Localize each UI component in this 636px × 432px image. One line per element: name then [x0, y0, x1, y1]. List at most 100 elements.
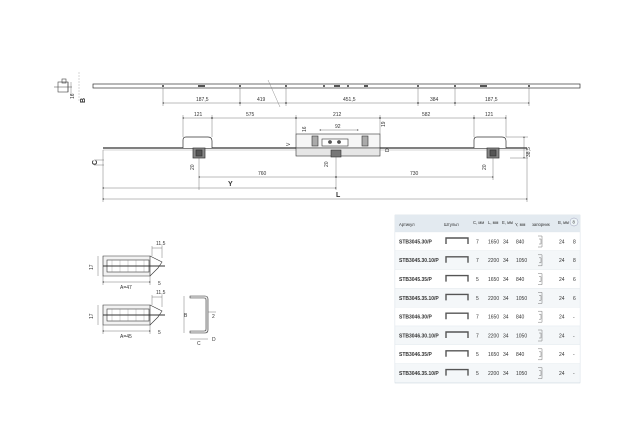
cell-l: 2200 [488, 333, 499, 339]
assembly-view: C V 16 D 19 [92, 112, 532, 202]
assembly-lower-dim-lines [102, 150, 528, 202]
cell-y: 840 [516, 315, 525, 321]
section-label-D: D [212, 337, 216, 343]
cell-c: 7 [476, 239, 479, 245]
dim-38-lines [506, 136, 528, 159]
top-strip-dim-lines [162, 88, 530, 106]
strip-dim-5: 187,5 [485, 97, 498, 103]
cell-article: STB3045.30.10/P [399, 258, 439, 264]
th-c: C, мм [473, 220, 484, 225]
section-dim-2: 2 [212, 314, 215, 320]
th-zapornik: запорник [532, 222, 550, 227]
right-lock-cam [473, 136, 507, 159]
side-dim-16: 16 [70, 82, 76, 99]
cell-c: 7 [476, 258, 479, 264]
shtulp-profile-icon [445, 368, 469, 376]
cell-l: 1650 [488, 315, 499, 321]
side-dim-16-label: 16 [70, 93, 76, 99]
dim-121-right: 121 [485, 112, 494, 118]
cell-b: 24 [559, 277, 565, 283]
shtulp-profile-icon [445, 237, 469, 244]
cell-y: 1050 [516, 371, 527, 377]
cell-e: 34 [503, 333, 509, 339]
cell-b: 24 [559, 239, 565, 245]
strike-plate-icon [538, 329, 543, 342]
strip-dim-4: 384 [430, 97, 439, 103]
dim-730: 730 [410, 171, 419, 177]
label-L: L [336, 192, 341, 199]
dim-575: 575 [246, 112, 255, 118]
cell-l: 1650 [488, 239, 499, 245]
th-y: Y, мм [515, 222, 525, 227]
cell-l: 1650 [488, 352, 499, 358]
cell-y: 1050 [516, 296, 527, 302]
central-gearbox [295, 133, 381, 158]
th-k: 8 [573, 220, 576, 225]
cell-e: 34 [503, 315, 509, 321]
shtulp-profile-icon [445, 256, 469, 263]
cell-b: 24 [559, 296, 565, 302]
break-line [267, 79, 281, 108]
cell-c: 5 [476, 352, 479, 358]
upper-dim-11-5: 11,5 [156, 241, 166, 247]
strike-plate-icon [538, 367, 543, 379]
strike-plate-icon [538, 273, 543, 285]
profile-upper: 11,5 17 5 A=47 [89, 241, 166, 291]
cell-l: 2200 [488, 296, 499, 302]
cell-c: 7 [476, 315, 479, 321]
cell-k: - [573, 371, 575, 377]
cell-k: - [573, 352, 575, 358]
cell-e: 34 [503, 371, 509, 377]
dim-121-left: 121 [194, 112, 203, 118]
cell-c: 5 [476, 277, 479, 283]
th-shtulp: Штульп [444, 222, 459, 227]
strike-plate-icon [538, 348, 543, 361]
profile-lower: 11,5 17 5 A=45 [89, 290, 166, 340]
gear-dim-19: 19 [381, 121, 387, 127]
section-label-C: C [197, 341, 201, 347]
assembly-upper-dim-lines [182, 115, 507, 137]
dim-38-5: 38,5 [526, 147, 532, 157]
lower-dim-11-5: 11,5 [156, 290, 166, 296]
gear-dim-16: 16 [302, 126, 308, 132]
dim-212: 212 [333, 112, 342, 118]
strike-plate-icon [538, 235, 543, 248]
cell-k: - [573, 333, 575, 339]
cell-y: 840 [516, 277, 525, 283]
cell-e: 34 [503, 352, 509, 358]
cell-article: STB3046.35/P [399, 352, 432, 358]
th-article: Артикул [399, 222, 415, 227]
dim-92: 92 [335, 124, 341, 130]
th-b: B, мм [558, 220, 569, 225]
lower-formula: A=45 [120, 334, 132, 340]
lower-dim-17: 17 [89, 313, 95, 319]
strip-holes [162, 85, 530, 87]
dim-20-right: 20 [482, 164, 488, 170]
cell-l: 2200 [488, 258, 499, 264]
strip-dim-3: 451,5 [343, 97, 356, 103]
cell-article: STB3046.30/P [399, 315, 432, 321]
cell-c: 7 [476, 333, 479, 339]
cell-article: STB3046.35.10/P [399, 371, 439, 377]
label-C: C [92, 160, 99, 165]
strike-plate-icon [538, 310, 543, 323]
left-lock-cam [182, 136, 213, 159]
cell-k: 8 [573, 239, 576, 245]
cell-article: STB3045.35/P [399, 277, 432, 283]
cell-k: 6 [573, 277, 576, 283]
cell-article: STB3045.35.10/P [399, 296, 439, 302]
cell-b: 24 [559, 352, 565, 358]
top-strip-bar [92, 83, 581, 89]
section-profile: B C 2 D [183, 295, 216, 347]
end-cap-side-view [54, 78, 72, 93]
cell-y: 1050 [516, 258, 527, 264]
cell-l: 1650 [488, 277, 499, 283]
table-row: STB3046.35/P 5 1650 34 840 24 - [394, 344, 581, 364]
cell-y: 840 [516, 352, 525, 358]
